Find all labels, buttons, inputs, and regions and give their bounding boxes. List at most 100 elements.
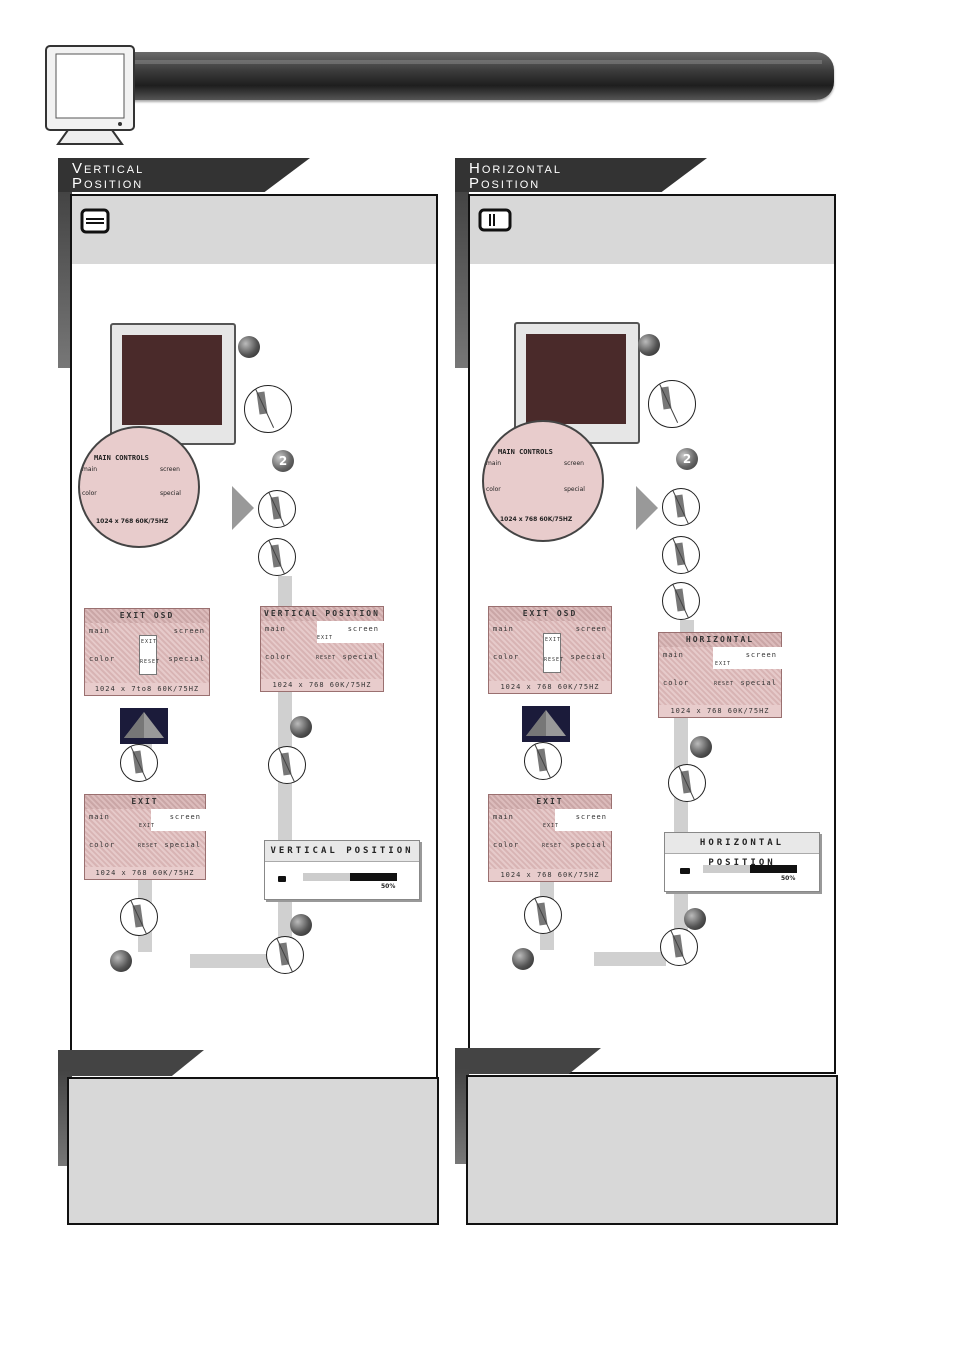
menu-exit: EXIT: [141, 639, 158, 645]
osd-button-icon: [120, 898, 158, 936]
horizontal-position-icon: [680, 868, 690, 874]
menu-resolution: 1024 x 7to8 60K/75HZ: [85, 683, 209, 695]
vertical-position-icon: [278, 876, 286, 882]
magnifier-title: MAIN CONTROLS: [498, 448, 553, 456]
menu-title: EXIT: [85, 795, 205, 809]
magnifier-special: special: [564, 486, 585, 493]
flow-line: [680, 620, 694, 632]
menu-title: EXIT OSD: [489, 607, 611, 621]
menu-screen: screen: [745, 651, 777, 659]
osd-button-icon: [524, 742, 562, 780]
osd-button-icon: [648, 380, 696, 428]
slider-title: HORIZONTAL POSITION: [665, 833, 819, 868]
step-3-ball: [690, 736, 712, 758]
vertical-position-tab: Vertical Position: [58, 158, 310, 192]
menu-special: special: [164, 841, 201, 849]
menu-resolution: 1024 x 768 60K/75HZ: [659, 705, 781, 717]
menu-color: color: [89, 655, 116, 663]
magnifier-resolution: 1024 x 768 60K/75HZ: [96, 518, 169, 525]
step-2-ball: 2: [676, 448, 698, 470]
horizontal-position-slider: HORIZONTAL POSITION 50%: [664, 832, 820, 892]
monitor-screen: [526, 334, 626, 424]
menu-color: color: [265, 653, 292, 661]
arrow-pointer-icon: [232, 486, 254, 530]
menu-title: VERTICAL POSITION: [261, 607, 383, 621]
panel-header: [72, 196, 436, 264]
menu-color: color: [663, 679, 690, 687]
title-line2: Position: [72, 175, 144, 192]
menu-reset: RESET: [714, 681, 735, 687]
step-4-ball: [290, 914, 312, 936]
osd-button-icon: [668, 764, 706, 802]
horizontal-position-menu: HORIZONTAL POSITION main screen color sp…: [658, 632, 783, 718]
menu-main: main: [265, 625, 286, 633]
menu-screen: screen: [173, 627, 205, 635]
osd-button-icon: [258, 538, 296, 576]
exit-osd-menu: EXIT OSD main screen color special EXIT …: [488, 606, 612, 694]
vertical-position-icon: [80, 208, 110, 234]
menu-main: main: [493, 813, 514, 821]
osd-button-icon: [660, 928, 698, 966]
menu-reset: RESET: [140, 659, 161, 665]
menu-main: main: [89, 813, 110, 821]
flow-line: [190, 954, 270, 968]
menu-reset: RESET: [316, 655, 337, 661]
magnifier-title: MAIN CONTROLS: [94, 454, 149, 462]
screen-highlight: [151, 809, 207, 831]
screen-highlight: [713, 647, 783, 669]
slider-value: 50%: [381, 883, 396, 890]
menu-main: main: [493, 625, 514, 633]
menu-title: EXIT: [489, 795, 611, 809]
step-end-ball: [512, 948, 534, 970]
menu-main: main: [663, 651, 684, 659]
exit-reset-column: [139, 635, 157, 675]
section-title: Vertical Position: [58, 158, 310, 191]
menu-title: EXIT OSD: [85, 609, 209, 623]
osd-button-icon: [662, 536, 700, 574]
horizontal-position-tab: Horizontal Position: [455, 158, 707, 192]
menu-reset: RESET: [544, 657, 565, 663]
menu-screen: screen: [575, 813, 607, 821]
menu-screen: screen: [575, 625, 607, 633]
screen-highlight: [317, 621, 385, 643]
exit-menu: EXIT main screen color special EXIT RESE…: [84, 794, 207, 880]
menu-exit: EXIT: [543, 823, 560, 829]
magnifier-screen: screen: [564, 460, 584, 467]
title-line1: Horizontal: [469, 160, 562, 177]
magnifier-main: main: [82, 466, 97, 473]
side-strip: [455, 1068, 469, 1164]
osd-button-icon: [244, 385, 292, 433]
vertical-position-slider: VERTICAL POSITION 50%: [264, 840, 420, 900]
menu-special: special: [740, 679, 777, 687]
menu-resolution: 1024 x 768 60K/75HZ: [261, 679, 383, 691]
up-button-icon: [120, 708, 168, 744]
step-3-ball: [290, 716, 312, 738]
osd-button-icon: [266, 936, 304, 974]
flow-line: [278, 576, 292, 608]
osd-button-icon: [120, 744, 158, 782]
menu-exit: EXIT: [715, 661, 732, 667]
slider-fill: [750, 865, 797, 873]
header-bar: [110, 52, 834, 100]
menu-resolution: 1024 x 768 60K/75HZ: [489, 869, 611, 881]
menu-exit: EXIT: [139, 823, 156, 829]
magnifier-color: color: [82, 490, 97, 497]
slider-fill: [350, 873, 397, 881]
menu-resolution: 1024 x 768 60K/75HZ: [85, 867, 205, 879]
menu-special: special: [570, 653, 607, 661]
monitor-screen: [122, 335, 222, 425]
horizontal-position-icon: [478, 208, 512, 232]
menu-screen: screen: [347, 625, 379, 633]
osd-button-icon: [524, 896, 562, 934]
monitor-illustration: [110, 323, 236, 445]
step-1-ball: [238, 336, 260, 358]
up-button-icon: [522, 706, 570, 742]
menu-title: HORIZONTAL POSITION: [659, 633, 781, 658]
flow-line: [594, 952, 666, 966]
exit-osd-menu: EXIT OSD main screen color special EXIT …: [84, 608, 210, 696]
osd-button-icon: [268, 746, 306, 784]
main-controls-magnifier: MAIN CONTROLS main screen color special …: [482, 420, 604, 542]
menu-reset: RESET: [542, 843, 563, 849]
magnifier-color: color: [486, 486, 501, 493]
screen-highlight: [555, 809, 613, 831]
